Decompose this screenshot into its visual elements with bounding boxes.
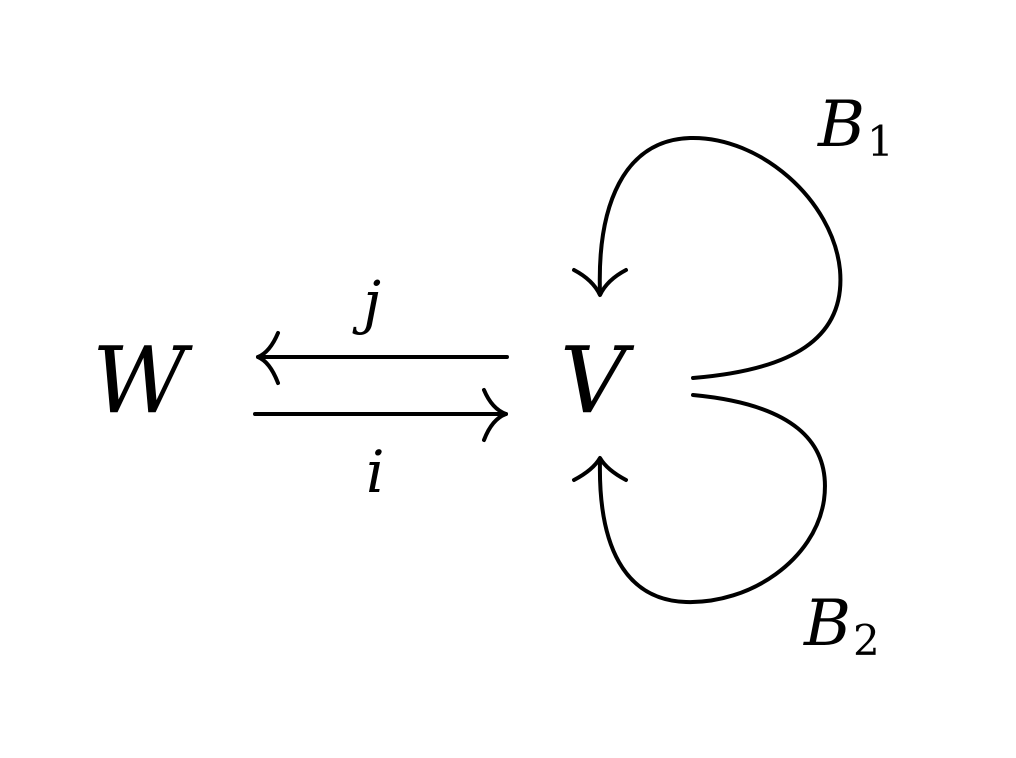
loop-b2-label: B2: [803, 587, 880, 665]
loop-b2-curve: [597, 393, 827, 605]
edge-j-label: j: [352, 268, 381, 336]
loop-b1-arrowhead: [572, 268, 628, 297]
loop-b1-curve: [597, 135, 843, 380]
node-v-label: V: [560, 327, 635, 434]
loop-b1-label: B1: [817, 88, 894, 166]
loop-b1-arrow: [572, 135, 843, 380]
node-w-label: W: [92, 327, 193, 434]
loop-b2-label-subscript: 2: [853, 616, 880, 665]
loop-b1-label-subscript: 1: [867, 117, 894, 166]
loop-b2-arrow: [572, 393, 827, 605]
edge-j-arrow: [256, 331, 509, 385]
loop-b2-label-base: B: [803, 587, 851, 661]
edge-j-arrowhead: [256, 331, 280, 385]
edge-i-arrowhead: [482, 388, 508, 442]
edge-i-arrow: [253, 388, 508, 442]
edge-i-label: i: [366, 438, 385, 506]
loop-b1-label-base: B: [817, 88, 865, 162]
loop-b2-arrowhead: [572, 456, 628, 482]
